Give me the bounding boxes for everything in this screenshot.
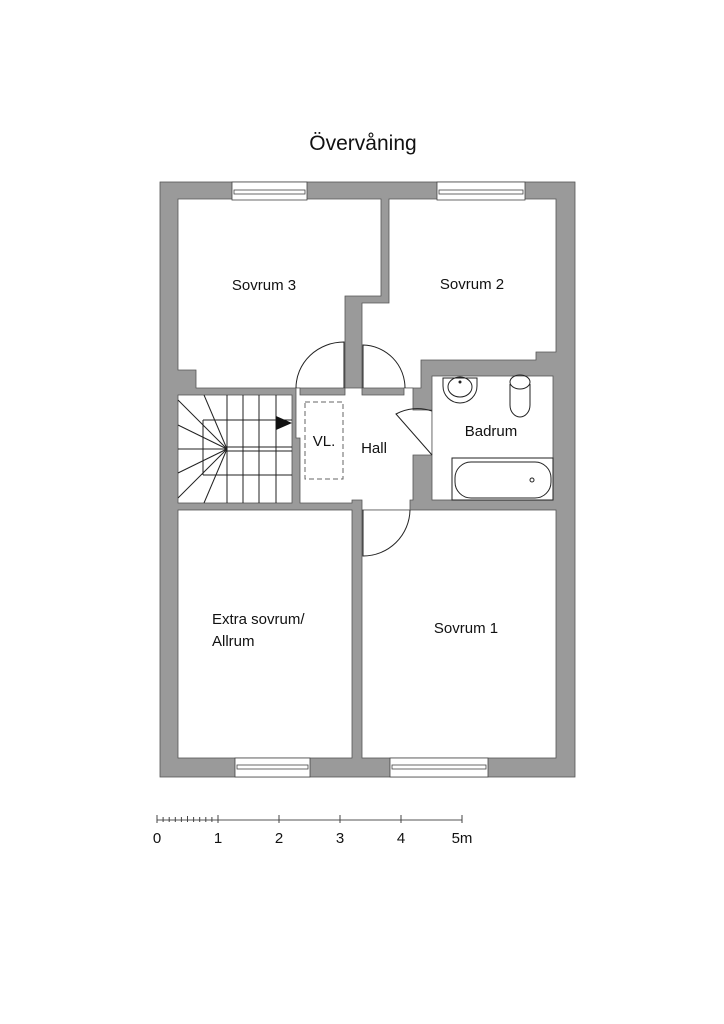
- window: [236, 764, 309, 770]
- room-sovrum-2: [361, 198, 557, 389]
- stair-direction-arrow: [276, 416, 292, 430]
- label-allrum: Allrum: [212, 633, 255, 650]
- doors: [295, 341, 433, 557]
- toilet-icon: [509, 374, 531, 390]
- scale-label: 1: [214, 830, 222, 847]
- plan-title: Övervåning: [309, 132, 416, 155]
- sink-basin: [447, 376, 473, 398]
- scale-label: 0: [153, 830, 161, 847]
- label-badrum: Badrum: [465, 423, 518, 440]
- bathroom-fixtures: [442, 374, 554, 501]
- windows: [231, 181, 526, 778]
- label-sovrum-1: Sovrum 1: [434, 620, 498, 637]
- window: [233, 189, 306, 195]
- scale-label: 4: [397, 830, 405, 847]
- vl-closet-outline: [304, 401, 344, 480]
- window: [391, 764, 487, 770]
- label-hall: Hall: [361, 440, 387, 457]
- door-sovrum-1: [362, 509, 411, 557]
- bathtub-icon: [451, 457, 554, 501]
- window: [438, 189, 524, 195]
- scale-label: 5m: [452, 830, 473, 847]
- label-extra-sovrum: Extra sovrum/: [212, 611, 305, 628]
- door-sovrum-2: [362, 344, 406, 389]
- scale-label: 2: [275, 830, 283, 847]
- door-badrum: [395, 408, 433, 456]
- label-sovrum-2: Sovrum 2: [440, 276, 504, 293]
- label-sovrum-3: Sovrum 3: [232, 277, 296, 294]
- door-sovrum-3: [295, 341, 345, 389]
- scale-bar: 0 1 2 3 4 5m: [153, 815, 473, 847]
- room-extra-sovrum: [177, 509, 353, 759]
- label-vl: VL.: [313, 433, 336, 450]
- staircase: [177, 394, 292, 504]
- room-sovrum-1: [361, 509, 557, 759]
- sink-icon: [442, 377, 478, 404]
- scale-label: 3: [336, 830, 344, 847]
